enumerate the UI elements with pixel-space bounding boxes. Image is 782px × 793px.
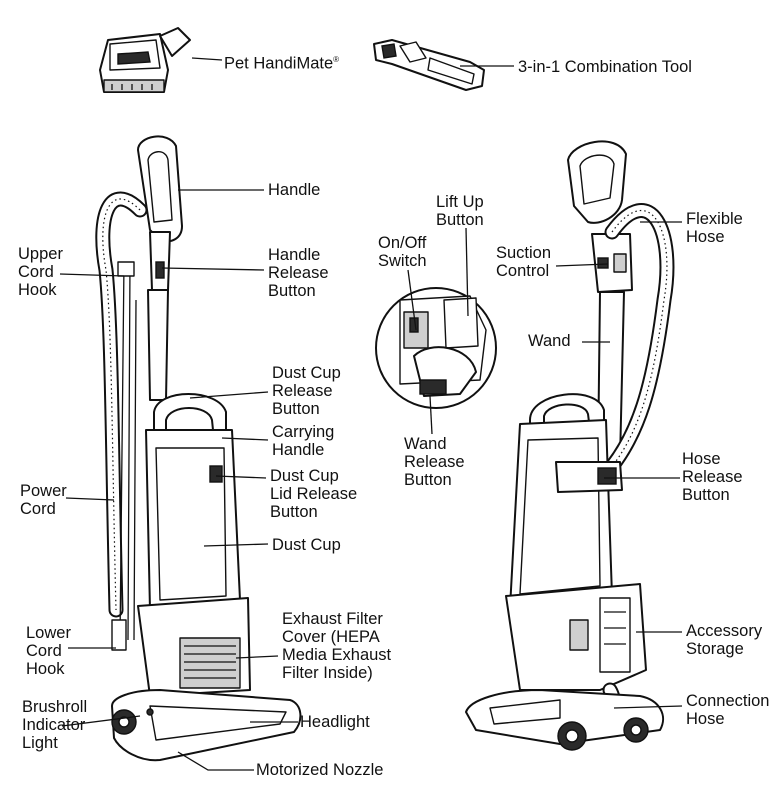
label-suction-control: Suction Control bbox=[496, 244, 552, 280]
label-hose-release-button: Hose Release Button bbox=[682, 450, 743, 504]
label-wand-release-button: Wand Release Button bbox=[404, 435, 465, 489]
front-vacuum bbox=[95, 135, 302, 762]
label-brushroll-indicator-light: Brushroll Indicator Light bbox=[22, 698, 88, 752]
label-carrying-handle: Carrying Handle bbox=[272, 423, 335, 459]
label-pet-handimate: Pet HandiMate® bbox=[224, 54, 340, 73]
label-wand: Wand bbox=[528, 332, 571, 350]
label-headlight: Headlight bbox=[300, 713, 370, 731]
leader-lines bbox=[59, 57, 683, 771]
label-dust-cup-lid-release-button: Dust Cup Lid Release Button bbox=[270, 467, 358, 521]
label-handle-release-button: Handle Release Button bbox=[268, 246, 329, 300]
label-lift-up-button: Lift Up Button bbox=[436, 193, 484, 229]
label-combination-tool: 3-in-1 Combination Tool bbox=[518, 58, 692, 76]
label-exhaust-filter-cover: Exhaust Filter Cover (HEPA Media Exhaust… bbox=[282, 610, 392, 682]
label-connection-hose: Connection Hose bbox=[686, 692, 770, 728]
combination-tool bbox=[373, 39, 485, 91]
controls-inset bbox=[375, 287, 497, 409]
rear-vacuum bbox=[465, 140, 675, 751]
label-lower-cord-hook: Lower Cord Hook bbox=[26, 624, 71, 678]
label-upper-cord-hook: Upper Cord Hook bbox=[18, 245, 63, 299]
registered-mark: ® bbox=[333, 55, 340, 64]
label-on-off-switch: On/Off Switch bbox=[378, 234, 427, 270]
label-handle: Handle bbox=[268, 181, 321, 199]
label-dust-cup: Dust Cup bbox=[272, 536, 341, 554]
label-accessory-storage: Accessory Storage bbox=[686, 622, 763, 658]
label-power-cord: Power Cord bbox=[20, 482, 67, 518]
label-dust-cup-release-button: Dust Cup Release Button bbox=[272, 364, 341, 418]
label-motorized-nozzle: Motorized Nozzle bbox=[256, 761, 384, 779]
label-flexible-hose: Flexible Hose bbox=[686, 210, 743, 246]
pet-handimate-tool bbox=[99, 27, 191, 93]
